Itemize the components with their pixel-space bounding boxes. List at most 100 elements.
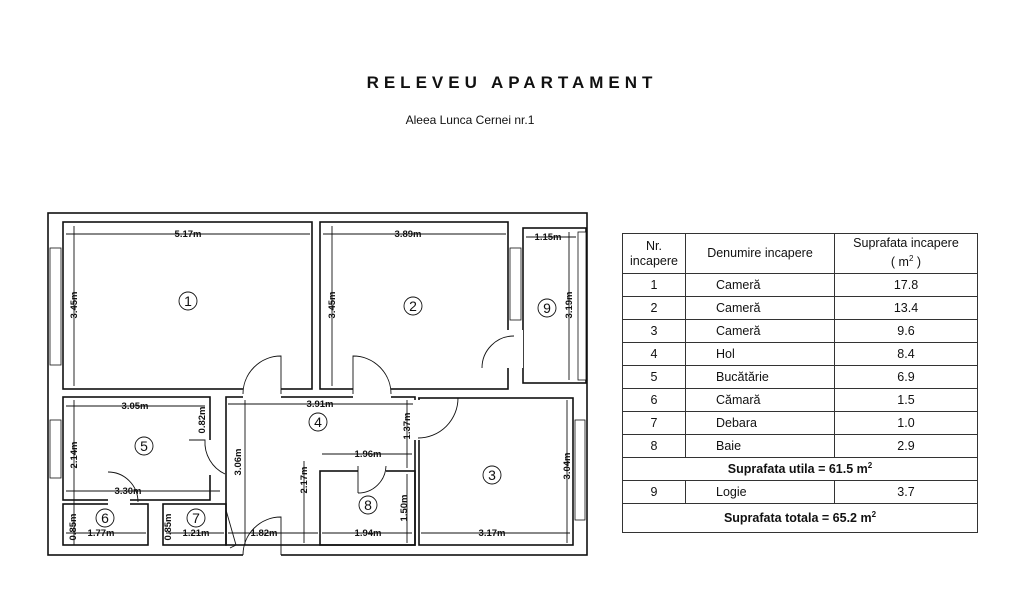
page-title: RELEVEU APARTAMENT [366,73,658,92]
room-1-outline [62,221,313,390]
room-marker-8: 8 [358,495,378,515]
outer-wall [47,212,588,556]
dim-r2-height: 3.45m [327,292,338,319]
dim-r3-width: 3.17m [479,528,506,539]
dim-r5-width: 3.05m [122,401,149,412]
room-name: Baie [685,434,835,458]
dim-r7-height: 0.85m [163,514,174,541]
room-area: 17.8 [834,273,978,297]
room-marker-7: 7 [186,508,206,528]
svg-text:8: 8 [364,497,372,513]
table-header: Nr. incapere Denumire incapere Suprafata… [622,233,978,274]
dim-r8-width: 1.94m [355,528,382,539]
window [509,247,522,321]
room-5-outline [62,396,211,501]
room-name: Cameră [685,319,835,343]
svg-text:6: 6 [101,510,109,526]
room-area: 9.6 [834,319,978,343]
dim-r7-width: 1.21m [183,528,210,539]
table-row: 9 Logie 3.7 [622,480,978,504]
room-area: 13.4 [834,296,978,320]
header-area: Suprafata incapere( m2 ) [834,233,978,274]
address-subtitle: Aleea Lunca Cernei nr.1 [405,113,535,127]
svg-text:1: 1 [184,293,192,309]
room-name: Hol [685,342,835,366]
room-nr: 3 [622,319,686,343]
room-nr: 1 [622,273,686,297]
room-marker-9: 9 [537,298,557,318]
room-marker-3: 3 [482,465,502,485]
room-nr: 2 [622,296,686,320]
svg-text:5: 5 [140,438,148,454]
header-name: Denumire incapere [685,233,835,274]
room-3-outline [418,397,574,546]
room-area: 2.9 [834,434,978,458]
room-area: 6.9 [834,365,978,389]
window [577,231,587,381]
dim-r4-width: 3.91m [307,399,334,410]
dim-r5-nook: 0.82m [197,407,208,434]
dim-r4-side: 1.37m [402,413,413,440]
room-nr: 4 [622,342,686,366]
doors [107,330,523,560]
room-name: Cameră [685,296,835,320]
totala-row: Suprafata totala = 65.2 m2 [622,503,978,533]
dim-r4-height: 3.06m [233,449,244,476]
dimension-labels: 5.17m 3.89m 1.15m 3.45m 3.45m 3.19m 3.05… [68,229,575,540]
dim-r2-width: 3.89m [395,229,422,240]
room-nr: 8 [622,434,686,458]
dim-r6-width: 1.77m [88,528,115,539]
svg-text:3: 3 [488,467,496,483]
room-name: Bucătărie [685,365,835,389]
window [49,419,62,479]
room-name: Debara [685,411,835,435]
room-area: 1.5 [834,388,978,412]
room-marker-6: 6 [95,508,115,528]
dim-r1-height: 3.45m [69,292,80,319]
utila-row: Suprafata utila = 61.5 m2 [622,457,978,481]
room-marker-5: 5 [134,436,154,456]
dim-r8-height: 1.50m [399,495,410,522]
room-area: 8.4 [834,342,978,366]
room-6-outline [62,503,149,546]
svg-text:9: 9 [543,300,551,316]
room-markers: 1 2 3 4 5 6 7 8 9 [95,291,557,528]
room-nr: 6 [622,388,686,412]
window [574,419,586,521]
room-name: Cameră [685,273,835,297]
dim-r9-height: 3.19m [564,292,575,319]
header-nr: Nr. incapere [622,233,686,274]
room-nr: 5 [622,365,686,389]
window [49,247,62,366]
dim-r5-height: 2.14m [69,442,80,469]
room-9-outline [522,227,587,384]
room-area-table: Nr. incapere Denumire incapere Suprafata… [622,233,978,533]
svg-text:2: 2 [409,298,417,314]
room-marker-4: 4 [308,412,328,432]
dim-r4-lower: 2.17m [299,467,310,494]
room-name: Cămară [685,388,835,412]
dim-r6-height: 0.85m [68,514,79,541]
svg-text:7: 7 [192,510,200,526]
room-marker-2: 2 [403,296,423,316]
dimension-lines [66,226,576,545]
dim-r8-top: 1.96m [355,449,382,460]
dim-r9-width: 1.15m [535,232,562,243]
room-area: 1.0 [834,411,978,435]
room-2-outline [319,221,509,390]
room-marker-1: 1 [178,291,198,311]
svg-text:4: 4 [314,414,322,430]
dim-r1-width: 5.17m [175,229,202,240]
room-nr: 7 [622,411,686,435]
dim-r3-height: 3.04m [562,453,573,480]
